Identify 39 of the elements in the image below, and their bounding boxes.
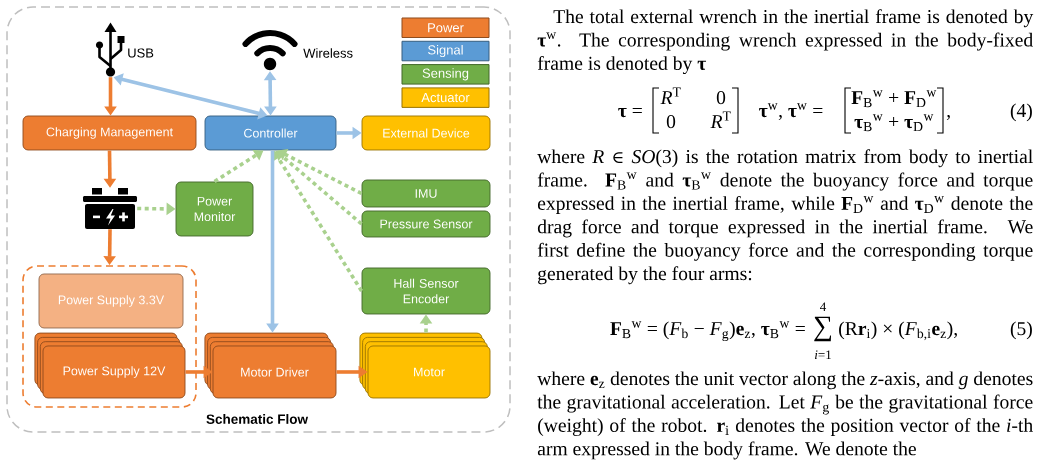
dotted-arrow [275,150,363,226]
paragraph: where R ∈ SO(3) is the rotation matrix from body to inertial frame. F$_{B}$$^{w}$ and τ$_{B}$$^{w}$ denote the buoyancy force and torque expressed in the inertial frame, while F$_{D}$$^{w}$ and τ$_{D}$$^{w}$ denote the drag force and torque expressed in the inertial frame. We first define the buoyancy force and the corresponding torque generated by the four arms: [537,149,1033,285]
legend-item: Actuator [401,87,490,108]
process-box: Power Monitor [175,181,254,237]
dashed-group [22,265,197,408]
equation-part: τ = [618,108,642,118]
process-box: Charging Management [22,115,197,151]
process-box: External Device [361,115,491,151]
equation-comma: , [946,114,950,120]
equation-part: F$_{B}$$^{w}$ = (F$_{b}$ − F$_{g}$)e$_{z}$, τ$_{B}$$^{w}$ = [610,321,805,342]
matrix-entry: R$^{T}$ [660,87,681,104]
legend-item: Signal [401,40,490,62]
stacked-box: Motor [359,332,491,399]
battery-icon [83,188,137,229]
matrix-entry: 0 [666,114,676,129]
sum-limit: 4 [820,302,827,311]
paragraph: where e$_{z}$ denotes the unit vector along the z-axis, and g denotes the gravitational acceleration. Let F$_{g}$ be the gravitational force (weight) of the robot. r$_{i}$ denotes the position vector of the i-th arm expressed in the body frame. We denote the [537,371,1033,460]
stacked-box: Power Supply 12V [34,332,186,399]
matrix-entry: F$_{B}$$^{w}$ + F$_{D}$w [851,90,937,108]
paragraph: The total external wrench in the inertial frame is denoted by τ$^{w}$. The corresponding wrench expressed in the body-fixed frame is denoted by τ [537,9,1034,74]
sum-sign: ∑ [814,316,831,342]
process-box: Hall Sensor Encoder [361,267,491,315]
sum-limit: i=1 [815,350,831,359]
legend-item: Power [401,17,490,38]
process-box: Pressure Sensor [361,210,491,238]
process-box: Controller [204,115,337,151]
matrix-entry: τ$_{B}$$^{w}$ + τ$_{D}$w [854,114,934,132]
legend-item: Sensing [401,64,490,85]
equation-number: (5) [1010,321,1032,340]
equation-part: τ$^{w}$, τ$^{w}$ = [759,103,823,120]
stacked-box: Motor Driver [204,332,337,399]
equation-part: (Rr$_{i}$) × (F$_{b,i}$e$_{z}$), [839,321,957,341]
matrix-entry: 0 [716,90,726,105]
process-box: Power Supply 3.3V [38,273,184,329]
equation-number: (4) [1010,103,1032,122]
matrix-entry: R$^{T}$ [710,111,731,128]
icon-label: Wireless [303,48,353,58]
process-box: IMU [361,179,491,208]
icon-label: USB [128,48,154,58]
